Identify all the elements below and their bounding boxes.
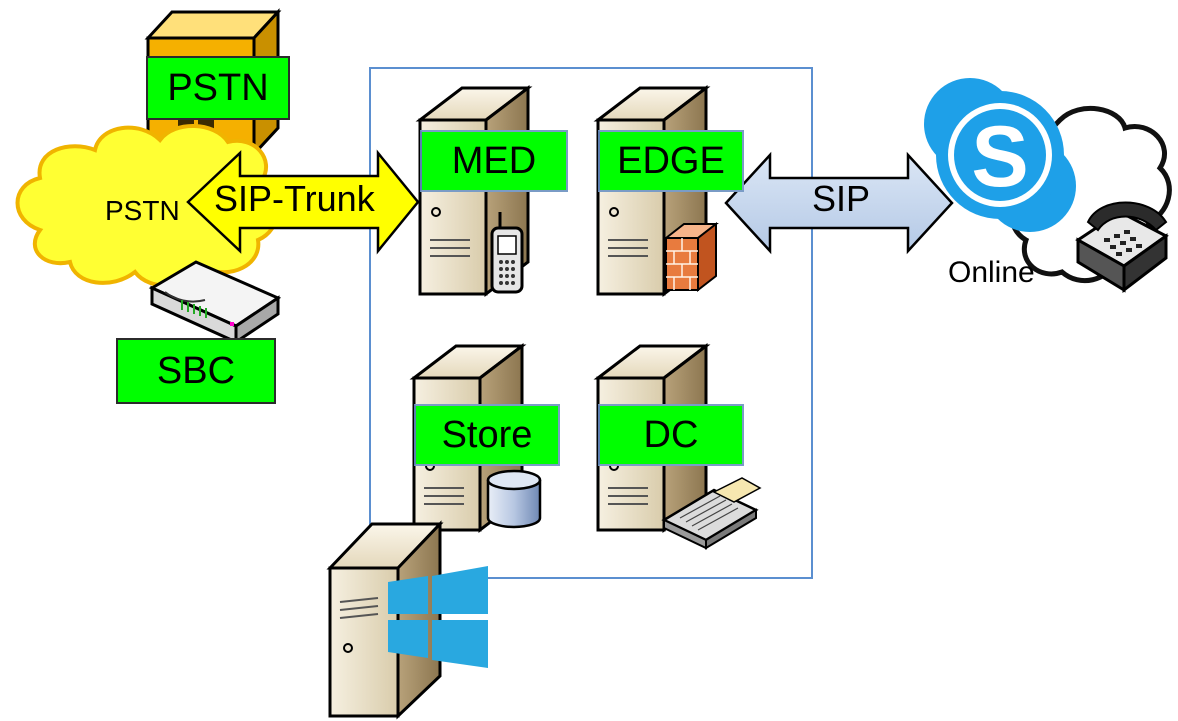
edge-label: EDGE	[598, 130, 744, 192]
database-icon	[486, 469, 542, 529]
telephone-icon	[1075, 201, 1169, 294]
store-label: Store	[414, 404, 560, 466]
sbc-device-icon	[148, 260, 282, 345]
skype-logo-icon: S	[924, 78, 1076, 232]
svg-text:S: S	[971, 109, 1028, 205]
windows-logo-icon	[388, 566, 488, 668]
dc-label: DC	[598, 404, 744, 466]
pstn-cloud-label: PSTN	[105, 195, 180, 226]
firewall-icon	[663, 221, 719, 293]
sip-arrow	[724, 151, 954, 255]
med-label: MED	[420, 130, 568, 192]
sip-trunk-arrow	[186, 149, 420, 255]
mobile-phone-icon	[490, 212, 524, 294]
sip-trunk-label: SIP-Trunk	[214, 178, 375, 219]
pstn-switch-label: PSTN	[146, 56, 290, 120]
online-label: Online	[948, 256, 1035, 289]
sip-label: SIP	[812, 178, 871, 219]
sbc-label: SBC	[116, 338, 276, 404]
server-group-frame	[369, 67, 813, 579]
fax-icon	[661, 477, 762, 550]
